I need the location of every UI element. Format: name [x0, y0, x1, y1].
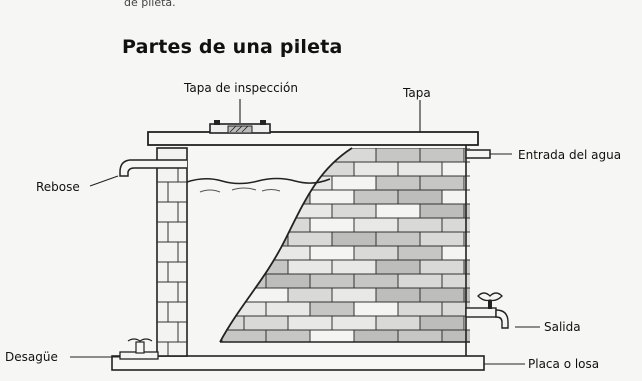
outlet-faucet — [465, 292, 509, 329]
brick — [220, 203, 245, 219]
brick — [243, 231, 289, 247]
brick — [463, 231, 470, 247]
brick — [309, 301, 355, 317]
brick — [265, 273, 311, 289]
brick — [221, 217, 267, 233]
label-rebose: Rebose — [36, 180, 80, 194]
brick — [221, 161, 267, 177]
brick — [243, 315, 289, 331]
brick — [441, 273, 470, 289]
diagram-title: Partes de una pileta — [122, 36, 343, 58]
label-tapa-inspeccion: Tapa de inspección — [184, 81, 298, 95]
brick — [419, 315, 465, 331]
brick — [220, 148, 245, 163]
brick — [419, 148, 465, 163]
brick — [463, 315, 470, 331]
brick — [309, 245, 355, 261]
label-desague: Desagüe — [5, 350, 58, 364]
brick — [419, 175, 465, 191]
brick — [265, 245, 311, 261]
brick — [419, 203, 465, 219]
brick — [441, 245, 470, 261]
brick — [309, 217, 355, 233]
brick — [309, 273, 355, 289]
base-slab — [111, 355, 485, 371]
brick — [220, 259, 245, 275]
brick — [375, 315, 421, 331]
brick — [397, 245, 443, 261]
brick — [463, 203, 470, 219]
brick — [375, 287, 421, 303]
brick — [375, 148, 421, 163]
brick — [287, 203, 333, 219]
brick — [353, 301, 399, 317]
brick — [397, 161, 443, 177]
brick — [353, 245, 399, 261]
cut-off-text: de pileta. — [124, 0, 176, 9]
brick — [265, 161, 311, 177]
brick — [419, 231, 465, 247]
brick — [331, 148, 377, 163]
brick — [441, 161, 470, 177]
brick — [243, 148, 289, 163]
brick — [441, 217, 470, 233]
brick — [265, 301, 311, 317]
brick — [375, 203, 421, 219]
brick — [221, 245, 267, 261]
brick — [331, 315, 377, 331]
brick — [353, 189, 399, 205]
wall-cut-edge — [219, 147, 353, 343]
brick — [353, 161, 399, 177]
brick — [375, 175, 421, 191]
brick — [331, 287, 377, 303]
water-surface — [186, 177, 331, 185]
brick — [287, 259, 333, 275]
brick — [309, 189, 355, 205]
brick — [221, 189, 267, 205]
brick — [397, 273, 443, 289]
overflow-pipe — [119, 159, 187, 177]
brick — [441, 329, 470, 342]
brick — [375, 259, 421, 275]
inlet-pipe — [465, 149, 491, 159]
brick — [287, 231, 333, 247]
left-wall — [156, 147, 188, 357]
brick-wall — [220, 148, 470, 342]
brick — [353, 273, 399, 289]
brick — [220, 231, 245, 247]
drain-valve — [119, 338, 159, 360]
brick — [331, 231, 377, 247]
brick — [243, 203, 289, 219]
lid — [147, 131, 479, 146]
label-tapa: Tapa — [403, 86, 431, 100]
brick — [220, 315, 245, 331]
brick — [287, 287, 333, 303]
brick — [463, 175, 470, 191]
brick — [397, 189, 443, 205]
brick — [331, 175, 377, 191]
brick — [375, 231, 421, 247]
brick — [287, 148, 333, 163]
leader-rebose — [89, 175, 119, 187]
brick — [419, 287, 465, 303]
brick — [397, 217, 443, 233]
brick — [287, 315, 333, 331]
label-placa-losa: Placa o losa — [528, 357, 600, 371]
brick — [419, 259, 465, 275]
label-salida: Salida — [544, 320, 581, 334]
label-entrada-agua: Entrada del agua — [518, 148, 622, 162]
brick — [441, 189, 470, 205]
brick — [353, 217, 399, 233]
brick — [331, 203, 377, 219]
brick — [220, 287, 245, 303]
brick — [331, 259, 377, 275]
brick — [265, 189, 311, 205]
brick — [463, 259, 470, 275]
brick — [397, 301, 443, 317]
brick — [265, 217, 311, 233]
brick — [463, 287, 470, 303]
